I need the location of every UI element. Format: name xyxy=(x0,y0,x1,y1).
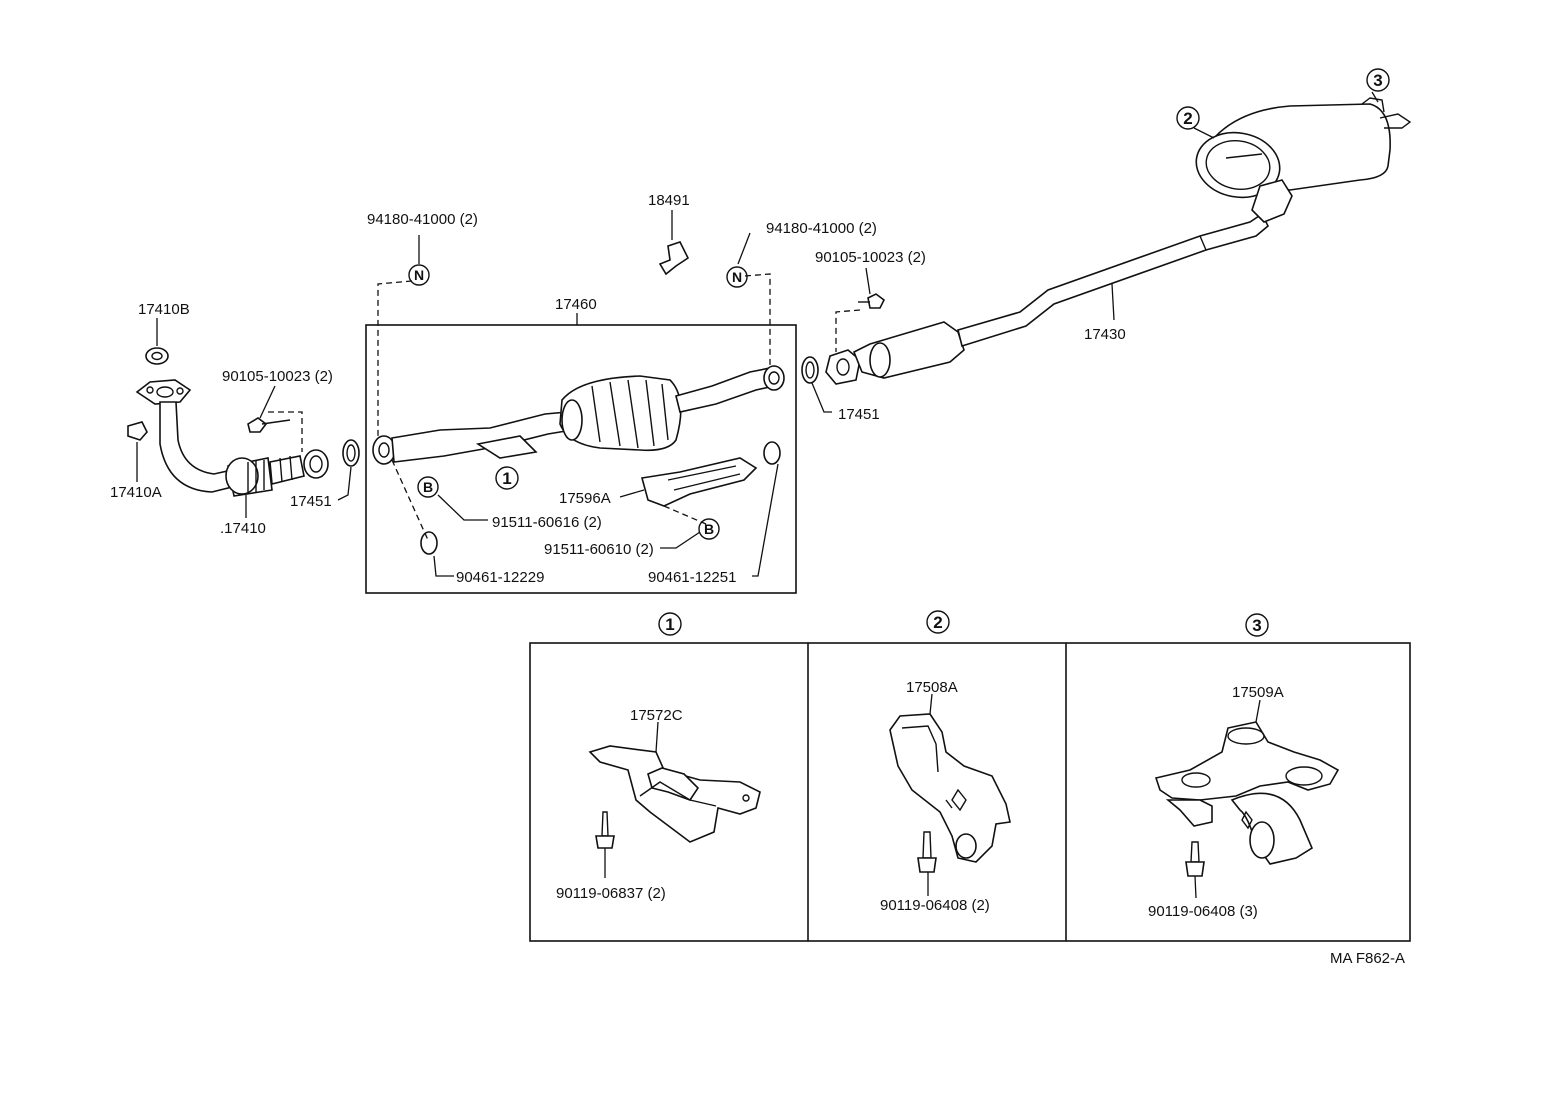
label-90119-06408-2: 90119-06408 (2) xyxy=(880,897,990,914)
marker-1-on-converter: 1 xyxy=(495,466,519,490)
front-pipe-leaders xyxy=(136,318,352,518)
label-90105-10023-left: 90105-10023 (2) xyxy=(222,368,333,385)
main-muffler xyxy=(1193,91,1412,223)
catalytic-converter-group-box xyxy=(365,324,797,594)
label-90105-10023-right: 90105-10023 (2) xyxy=(815,249,926,266)
label-17410B: 17410B xyxy=(138,301,190,318)
circled-markers: N N B B 1 2 3 xyxy=(408,68,1390,540)
label-90119-06837: 90119-06837 (2) xyxy=(556,885,666,902)
svg-text:N: N xyxy=(732,269,742,285)
svg-text:2: 2 xyxy=(933,613,942,632)
detail-marker-3: 3 xyxy=(1245,613,1269,637)
catalytic-converter-17460 xyxy=(372,365,785,555)
label-17460: 17460 xyxy=(555,296,597,313)
label-18491: 18491 xyxy=(648,192,690,209)
svg-text:3: 3 xyxy=(1252,616,1261,635)
marker-b-left: B xyxy=(417,476,439,498)
label-17509A: 17509A xyxy=(1232,684,1284,701)
svg-text:B: B xyxy=(704,521,714,537)
label-90119-06408-3: 90119-06408 (3) xyxy=(1148,903,1258,920)
label-17410: .17410 xyxy=(220,520,266,537)
label-17508A: 17508A xyxy=(906,679,958,696)
label-17430: 17430 xyxy=(1084,326,1126,343)
hanger-17508A xyxy=(889,693,1011,896)
detail-marker-1: 1 xyxy=(658,612,682,636)
label-17596A: 17596A xyxy=(559,490,611,507)
marker-3-on-muffler: 3 xyxy=(1366,68,1390,92)
center-exhaust-pipe-17430 xyxy=(801,212,1269,413)
catalytic-converter-leaders xyxy=(377,232,779,577)
marker-n-left: N xyxy=(408,264,430,286)
svg-text:B: B xyxy=(423,479,433,495)
svg-text:1: 1 xyxy=(665,615,674,634)
clip-18491 xyxy=(658,210,690,276)
detail-marker-2: 2 xyxy=(926,610,950,634)
label-17572C: 17572C xyxy=(630,707,683,724)
label-17451-left: 17451 xyxy=(290,493,332,510)
detail-panels: 1 2 3 17572C 90119-06837 (2) xyxy=(529,610,1411,942)
figure-code: MA F862-A xyxy=(1330,950,1405,967)
hanger-17509A xyxy=(1154,699,1340,899)
bracket-17572C xyxy=(588,721,761,878)
label-94180-41000-left: 94180-41000 (2) xyxy=(367,211,478,228)
label-17451-right: 17451 xyxy=(838,406,880,423)
label-94180-41000-right: 94180-41000 (2) xyxy=(766,220,877,237)
front-pipe-17410 xyxy=(127,347,360,497)
marker-2-on-muffler: 2 xyxy=(1176,106,1200,130)
svg-text:2: 2 xyxy=(1183,109,1192,128)
label-91511-60616: 91511-60616 (2) xyxy=(492,514,602,531)
marker-n-right: N xyxy=(726,266,748,288)
marker-b-right: B xyxy=(698,518,720,540)
part-labels: 17410B 17410A .17410 90105-10023 (2) 174… xyxy=(110,192,1126,586)
label-90461-12229: 90461-12229 xyxy=(456,569,544,586)
label-90461-12251: 90461-12251 xyxy=(648,569,736,586)
svg-text:3: 3 xyxy=(1373,71,1382,90)
svg-text:1: 1 xyxy=(502,469,511,488)
svg-text:N: N xyxy=(414,267,424,283)
label-17410A: 17410A xyxy=(110,484,162,501)
label-91511-60610: 91511-60610 (2) xyxy=(544,541,654,558)
